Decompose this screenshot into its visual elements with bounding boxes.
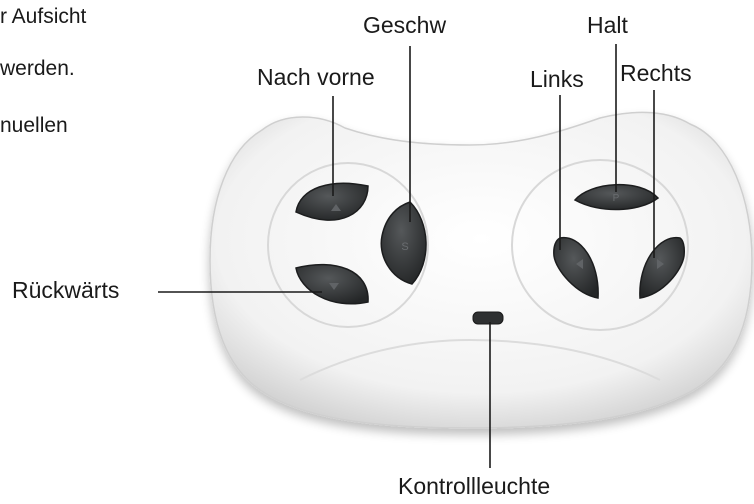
speed-button-glyph: S (401, 241, 408, 253)
label-kontrollleuchte: Kontrollleuchte (398, 473, 551, 499)
text-fragment-1: r Aufsicht (0, 5, 87, 28)
stop-button-glyph: P (613, 193, 620, 204)
label-links: Links (530, 66, 584, 92)
left-button[interactable] (553, 236, 599, 299)
up-arrow-icon (331, 204, 341, 211)
down-arrow-icon (329, 283, 339, 290)
indicator-light (472, 311, 504, 325)
stop-button[interactable]: P (573, 183, 660, 211)
label-nach-vorne: Nach vorne (257, 64, 375, 90)
backward-button[interactable] (295, 263, 369, 305)
right-lobe (511, 159, 689, 331)
speed-button[interactable]: S (380, 201, 427, 285)
text-fragment-2: werden. (0, 57, 75, 80)
label-rechts: Rechts (620, 60, 692, 86)
lower-contour (299, 338, 661, 381)
label-rueckwaerts: Rückwärts (12, 277, 120, 303)
right-arrow-icon (657, 259, 664, 269)
left-lobe (267, 162, 429, 328)
text-fragment-3: nuellen (0, 114, 68, 137)
label-geschw: Geschw (363, 12, 447, 38)
label-halt: Halt (587, 12, 628, 38)
left-arrow-icon (576, 259, 583, 269)
forward-button[interactable] (295, 182, 369, 221)
